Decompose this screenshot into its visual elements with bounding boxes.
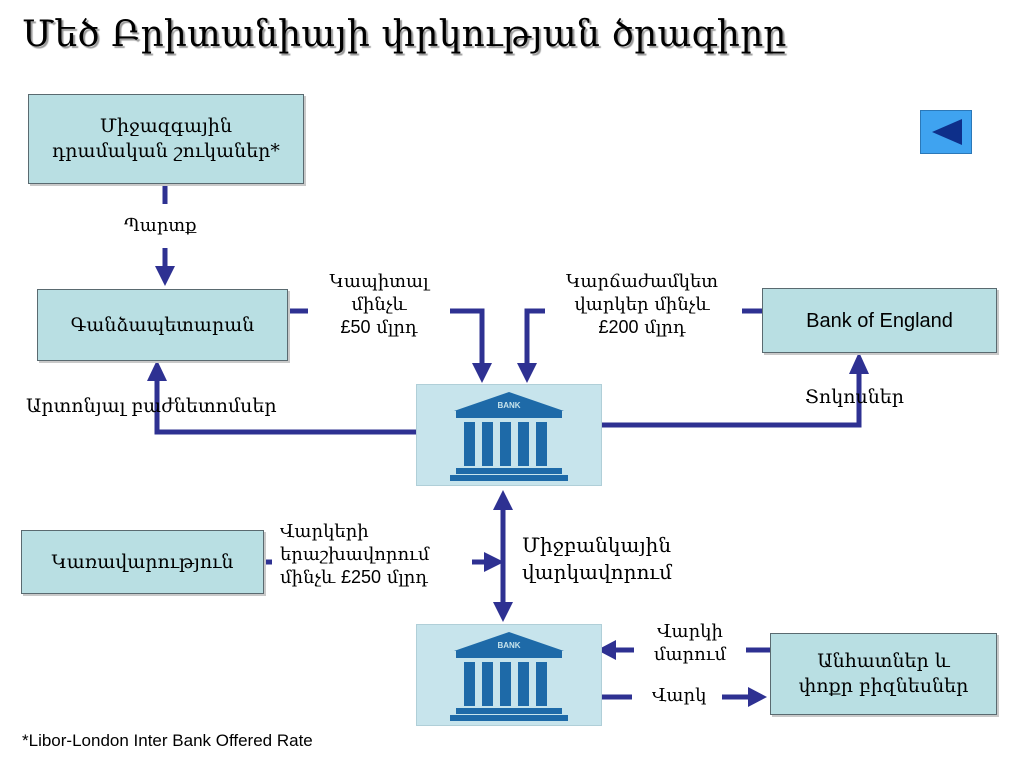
individuals-line2: փոքր բիզնեսներ: [798, 675, 969, 697]
repayment-line2: մարում: [653, 644, 727, 666]
treasury-box: Գանձապետարան: [37, 289, 288, 361]
interbank-line2: վարկավորում: [522, 560, 672, 584]
arrow-shortterm-2: [524, 308, 545, 365]
guarantee-prefix: մինչև: [280, 567, 341, 589]
guarantee-amount: £250: [340, 567, 381, 588]
page-title: Մեծ Բրիտանիայի փրկության ծրագիրը: [22, 14, 787, 55]
individuals-small-business-box: Անհատներ և փոքր բիզնեսներ: [770, 633, 997, 715]
bank-of-england-box: Bank of England: [762, 288, 997, 353]
label-short-term-loans: Կարճաժամկետ վարկեր մինչև £200 մլրդ: [552, 270, 732, 339]
treasury-label: Գանձապետարան: [70, 313, 255, 336]
guarantee-line1: Վարկերի: [280, 521, 369, 542]
label-preferred-shares: Արտոնյալ բաժնետոմսեր: [26, 395, 277, 417]
guarantee-line3: մինչև £250 մլրդ: [280, 566, 429, 589]
repayment-line1: Վարկի: [657, 621, 723, 642]
government-box: Կառավարություն: [21, 530, 264, 594]
label-loan: Վարկ: [652, 685, 707, 706]
shortterm-line2: վարկեր մինչև: [574, 294, 710, 316]
label-interbank-lending: Միջբանկային վարկավորում: [522, 532, 672, 586]
capital-line2: մինչև: [351, 294, 407, 316]
capital-line1: Կապիտալ: [329, 271, 429, 292]
bank-building-icon: BANK: [450, 632, 568, 721]
bank-sign-text: BANK: [497, 641, 520, 650]
international-money-markets-box: Միջազգային դրամական շուկաներ*: [28, 94, 304, 184]
boe-label: Bank of England: [806, 309, 953, 332]
bank-tile-upper: BANK: [416, 384, 602, 486]
individuals-line1: Անհատներ և: [817, 650, 950, 673]
capital-unit: մլրդ: [370, 317, 418, 339]
shortterm-unit: մլրդ: [638, 317, 686, 339]
guarantee-unit: մլրդ: [381, 567, 428, 589]
back-button[interactable]: [920, 110, 972, 154]
libor-line1: Միջազգային: [99, 115, 233, 138]
arrow-capital-2: [450, 308, 485, 365]
libor-line2: դրամական շուկաներ*: [52, 140, 280, 162]
back-triangle-icon: [932, 119, 962, 145]
arrow-shares: [154, 380, 416, 435]
arrow-interest: [601, 373, 862, 428]
bank-sign-text: BANK: [497, 401, 520, 410]
label-capital: Կապիտալ մինչև £50 մլրդ: [316, 270, 442, 339]
government-label: Կառավարություն: [51, 550, 234, 573]
label-loan-repayment: Վարկի մարում: [640, 620, 740, 666]
label-interest: Տոկոսներ: [805, 386, 904, 408]
label-debt: Պարտք: [124, 215, 197, 236]
bank-tile-lower: BANK: [416, 624, 602, 726]
bank-building-icon: BANK: [450, 392, 568, 481]
shortterm-amount: £200: [598, 317, 639, 338]
capital-line3: £50 մլրդ: [316, 316, 442, 339]
shortterm-line1: Կարճաժամկետ: [565, 271, 719, 292]
capital-amount: £50: [340, 317, 371, 338]
guarantee-line2: երաշխավորում: [280, 544, 430, 566]
interbank-line1: Միջբանկային: [522, 533, 672, 557]
footnote: *Libor-London Inter Bank Offered Rate: [22, 731, 313, 750]
label-loan-guarantee: Վարկերի երաշխավորում մինչև £250 մլրդ: [280, 520, 429, 589]
shortterm-line3: £200 մլրդ: [552, 316, 732, 339]
